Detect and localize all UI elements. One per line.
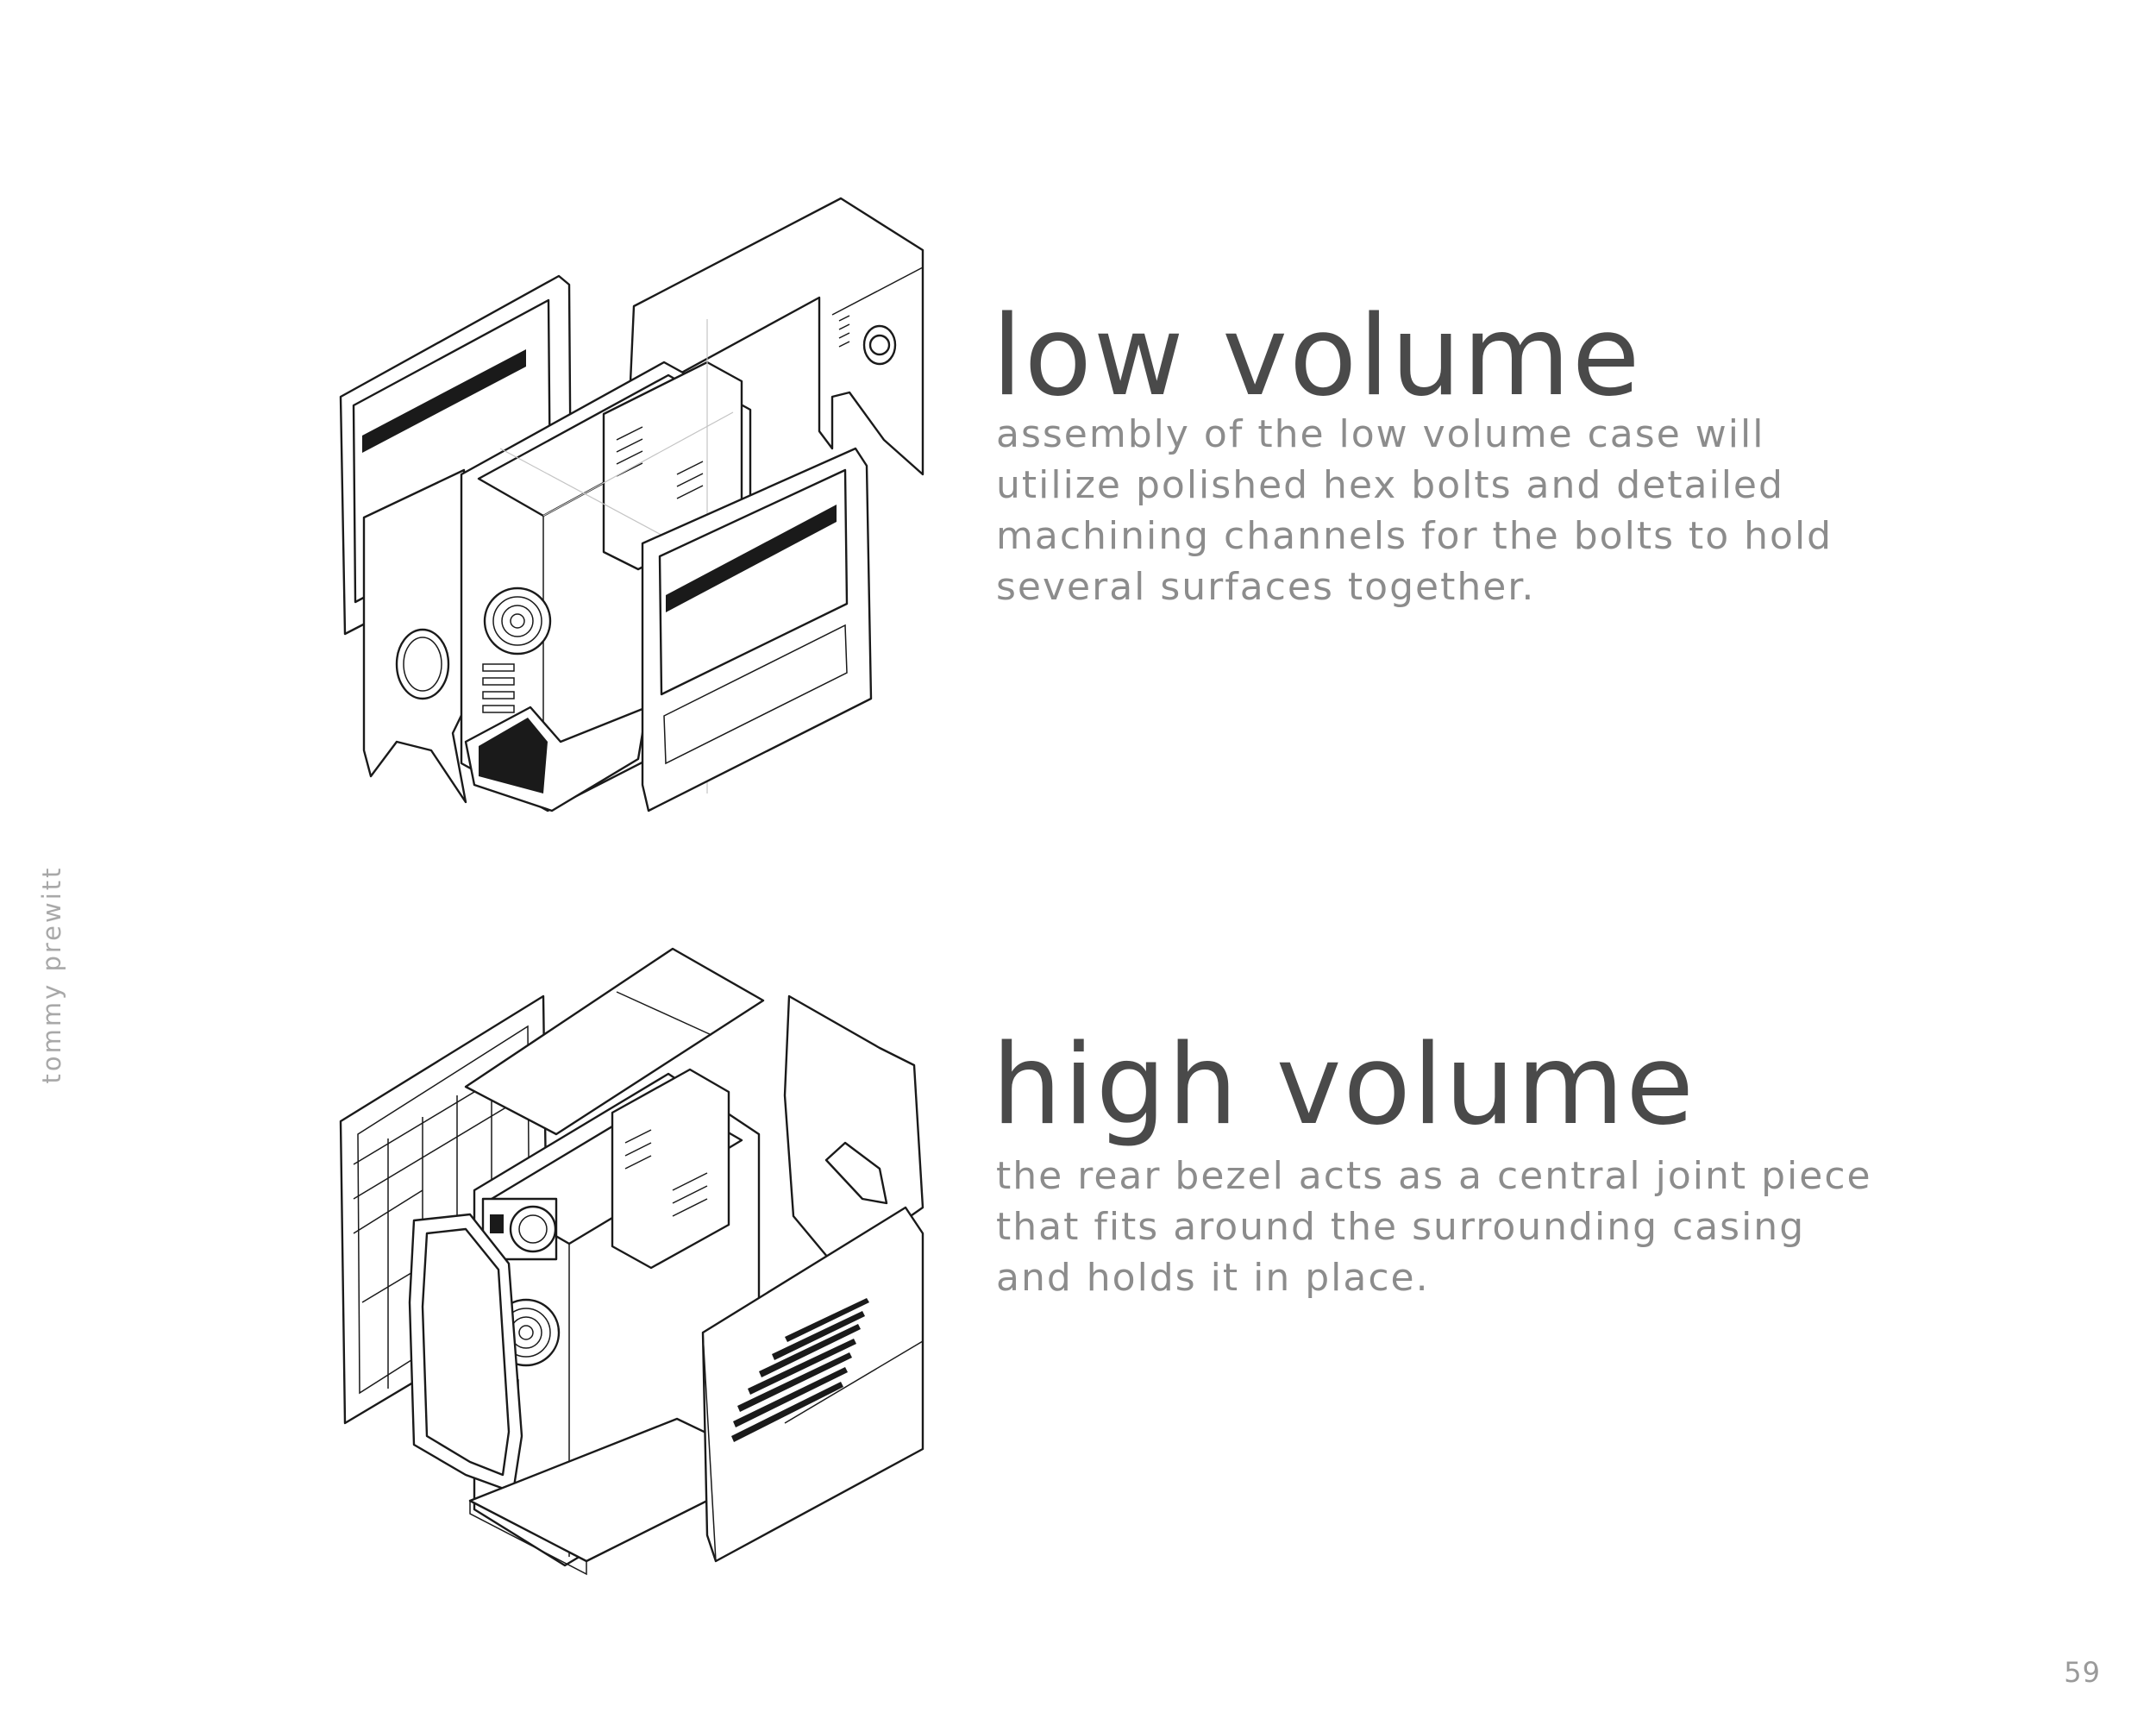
low-volume-line: several surfaces together. xyxy=(996,565,1536,609)
high-volume-title: high volume xyxy=(992,1021,1695,1150)
low-volume-line: machining channels for the bolts to hold xyxy=(996,514,1833,558)
low-side-vent-slots xyxy=(362,349,526,453)
low-volume-description: assembly of the low volume case will uti… xyxy=(996,409,1833,612)
low-rear-fan-icon xyxy=(483,586,552,656)
author-side-label: tommy prewitt xyxy=(37,865,66,1084)
high-volume-exploded-drawing xyxy=(339,947,924,1576)
low-drive-bay-slots xyxy=(616,426,704,499)
low-expansion-slots xyxy=(482,663,515,713)
page-number: 59 xyxy=(2064,1656,2101,1689)
low-volume-line: assembly of the low volume case will xyxy=(996,412,1765,456)
low-volume-title: low volume xyxy=(992,292,1642,421)
high-drive-bay-slots xyxy=(624,1129,708,1217)
low-volume-exploded-drawing xyxy=(339,197,924,812)
high-volume-line: the rear bezel acts as a central joint p… xyxy=(996,1154,1872,1198)
high-volume-line: and holds it in place. xyxy=(996,1256,1430,1300)
low-top-panel-slots xyxy=(838,315,850,348)
high-volume-line: that fits around the surrounding casing xyxy=(996,1205,1806,1249)
low-volume-line: utilize polished hex bolts and detailed xyxy=(996,463,1784,507)
high-volume-description: the rear bezel acts as a central joint p… xyxy=(996,1151,1872,1303)
high-panel-slot-bars xyxy=(731,1298,869,1442)
